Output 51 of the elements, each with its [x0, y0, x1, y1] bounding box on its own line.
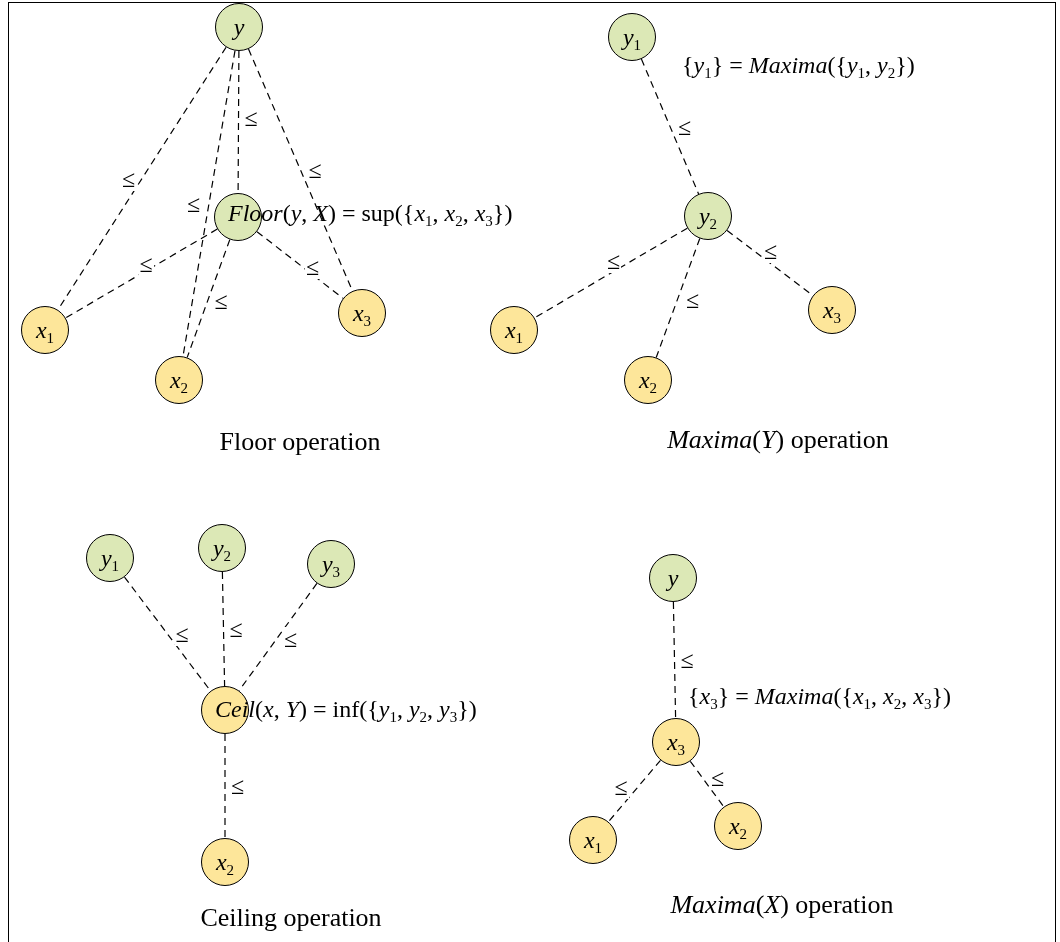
node-label: y	[667, 566, 679, 590]
formula-label: {y$_{1}$} = Maxima({y$_{1}$, y$_{2}$})	[682, 52, 915, 79]
node-circle	[307, 540, 355, 588]
node-label: x$_{2}$	[169, 368, 189, 392]
node-circle	[21, 306, 69, 354]
node-circle	[684, 192, 732, 240]
dashed-line	[640, 58, 700, 195]
dashed-line	[607, 759, 662, 823]
dashed-line	[655, 237, 701, 359]
node-label: x$_{3}$	[822, 298, 842, 322]
node-label: x$_{2}$	[638, 368, 658, 392]
node-label: x$_{2}$	[215, 850, 235, 874]
node-circle	[714, 802, 762, 850]
caption-text: Maxima(X) operation	[670, 890, 894, 920]
node-circle	[86, 534, 134, 582]
node-label: y$_{1}$	[622, 25, 642, 49]
node-circle	[624, 356, 672, 404]
dashed-line	[689, 760, 725, 808]
node-circle	[490, 306, 538, 354]
caption-text: Ceiling operation	[200, 903, 382, 933]
node-label: x$_{1}$	[35, 318, 55, 342]
node-circle	[201, 838, 249, 886]
node-circle	[808, 286, 856, 334]
node-label: y$_{2}$	[212, 536, 232, 560]
dashed-line	[65, 228, 218, 319]
node-label: x$_{3}$	[352, 301, 372, 325]
node-circle	[338, 289, 386, 337]
node-label: y$_{1}$	[100, 546, 120, 570]
node-circle	[155, 356, 203, 404]
node-label: x$_{1}$	[583, 828, 603, 852]
dashed-line	[186, 239, 231, 358]
node-circle	[569, 816, 617, 864]
node-label: x$_{3}$	[666, 730, 686, 754]
dashed-line	[221, 571, 226, 687]
formula-label: {x$_{3}$} = Maxima({x$_{1}$, x$_{2}$, x$_{3}$})	[688, 683, 951, 710]
node-label: y$_{3}$	[321, 552, 341, 576]
node-circle	[198, 524, 246, 572]
node-label: x$_{1}$	[504, 318, 524, 342]
node-label: x$_{2}$	[728, 814, 748, 838]
node-label: y	[233, 15, 245, 39]
node-circle	[652, 718, 700, 766]
node-label: y$_{2}$	[698, 204, 718, 228]
node-circle	[608, 13, 656, 61]
node-circle	[215, 3, 263, 51]
formula-label: Ceil(x, Y) = inf({y$_{1}$, y$_{2}$, y$_{3}$})	[215, 696, 477, 723]
dashed-line	[224, 733, 226, 839]
node-circle	[649, 554, 697, 602]
caption-text: Floor operation	[219, 427, 381, 457]
caption-text: Maxima(Y) operation	[667, 425, 889, 455]
dashed-line	[672, 601, 677, 719]
dashed-line	[534, 227, 688, 319]
